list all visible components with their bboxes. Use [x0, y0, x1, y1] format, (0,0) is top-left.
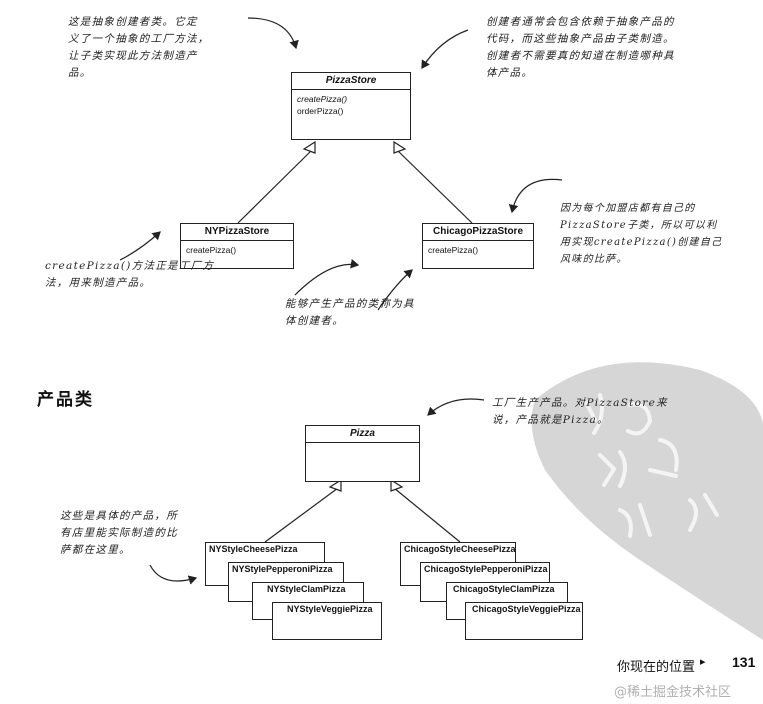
note-creator-contains: 创建者通常会包含依赖于抽象产品的 代码，而这些抽象产品由子类制造。 创建者不需要…: [486, 16, 675, 79]
page-number: 131: [732, 654, 756, 670]
method: createPizza(): [186, 245, 237, 255]
footer-arrow-icon: ▸: [700, 655, 706, 668]
chicago-veggie-pizza: ChicagoStyleVeggiePizza: [465, 602, 583, 640]
class-name: PizzaStore: [292, 73, 410, 90]
note-abstract-creator: 这是抽象创建者类。它定 义了一个抽象的工厂方法， 让子类实现此方法制造产 品。: [68, 16, 210, 79]
note-createpizza-factory: createPizza()方法正是工厂方 法，用来制造产品。: [45, 260, 215, 289]
note-concrete-products: 这些是具体的产品，所 有店里能实际制造的比 萨都在这里。: [60, 510, 178, 556]
footer-location: 你现在的位置: [617, 660, 696, 675]
section-title: 产品类: [37, 390, 94, 410]
note-concrete-creators: 能够产生产品的类称为具 体创建者。: [285, 298, 415, 327]
method: createPizza(): [428, 245, 479, 255]
product-inheritance-lines: [264, 478, 461, 543]
annotation-arrows: [119, 17, 563, 585]
class-name: ChicagoPizzaStore: [423, 224, 533, 241]
method: createPizza(): [297, 94, 348, 104]
class-methods: createPizza() orderPizza(): [292, 90, 410, 120]
creator-inheritance-lines: [237, 140, 473, 224]
method: orderPizza(): [297, 106, 344, 116]
watermark-text: @稀土掘金技术社区: [614, 685, 732, 700]
class-methods: createPizza(): [423, 241, 533, 259]
ny-veggie-pizza: NYStyleVeggiePizza: [272, 602, 382, 640]
seal-stamp: [531, 362, 763, 640]
ny-clam-pizza: NYStyleClamPizza: [252, 582, 364, 620]
nypizzastore-class: NYPizzaStore createPizza(): [180, 223, 294, 269]
chicagopizzastore-class: ChicagoPizzaStore createPizza(): [422, 223, 534, 269]
class-name: Pizza: [306, 426, 419, 443]
note-each-franchise: 因为每个加盟店都有自己的 PizzaStore子类，所以可以利 用实现creat…: [560, 203, 723, 265]
pizzastore-class: PizzaStore createPizza() orderPizza(): [291, 72, 411, 140]
class-name: NYPizzaStore: [181, 224, 293, 241]
class-methods: createPizza(): [181, 241, 293, 259]
note-factory-produces: 工厂生产产品。对PizzaStore来 说，产品就是Pizza。: [492, 397, 668, 426]
pizza-class: Pizza: [305, 425, 420, 482]
